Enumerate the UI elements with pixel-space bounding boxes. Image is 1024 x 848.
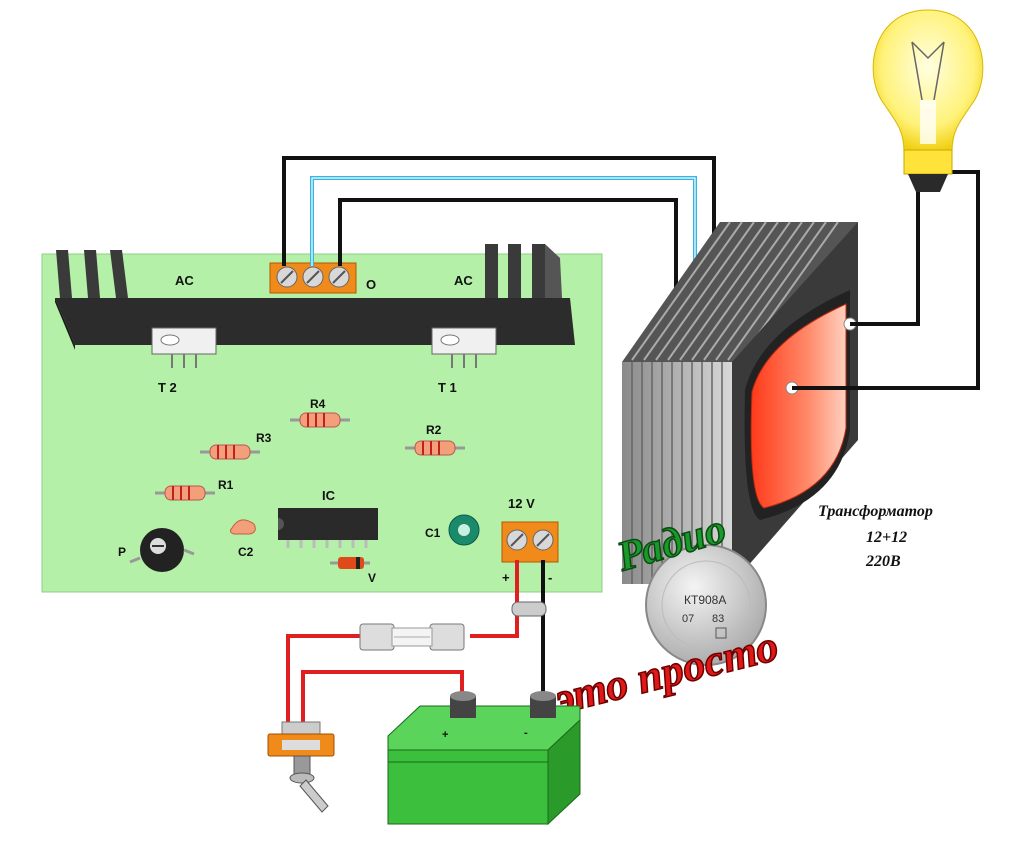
label-minus: - (548, 570, 552, 585)
wires-to-bulb (792, 170, 980, 390)
transistor-code2: 83 (712, 613, 724, 625)
label-t1: T 1 (438, 380, 457, 395)
label-ac-left: AC (175, 273, 194, 288)
transformer-caption-line3: 220В (865, 553, 901, 570)
trimmer-p (129, 528, 195, 572)
diode-v (330, 557, 370, 569)
capacitor-c2 (229, 519, 256, 535)
resistor-r2 (405, 440, 465, 456)
battery-plus-label: + (442, 729, 448, 741)
transistor-t1 (431, 327, 497, 368)
label-c2: C2 (238, 545, 254, 559)
label-r4: R4 (310, 397, 326, 411)
transformer-coil (750, 303, 847, 509)
battery-minus-label: - (524, 727, 528, 739)
fuse (359, 623, 465, 651)
power-transistor: КТ908А 07 83 (645, 544, 767, 666)
label-t2: T 2 (158, 380, 177, 395)
label-ac-right: AC (454, 273, 473, 288)
transistor-marking: КТ908А (684, 593, 726, 607)
label-r3: R3 (256, 431, 272, 445)
resistor-r4 (290, 412, 350, 428)
label-p: P (118, 545, 126, 559)
capacitor-c1 (448, 514, 480, 546)
transistor-t2 (151, 327, 217, 368)
battery (387, 691, 581, 826)
label-ic: IC (322, 488, 336, 503)
label-12v: 12 V (508, 496, 535, 511)
label-r2: R2 (426, 423, 442, 437)
resistor-r1 (155, 485, 215, 501)
resistor-r3 (200, 444, 260, 460)
wire-joint (511, 601, 547, 617)
label-r1: R1 (218, 478, 234, 492)
light-bulb (872, 9, 984, 192)
wires-to-transformer (282, 156, 716, 300)
transformer-caption-line1: Трансформатор (818, 503, 933, 520)
input-terminal-12v (501, 521, 559, 563)
output-terminal (269, 262, 357, 294)
toggle-switch (267, 721, 335, 813)
label-output: O (366, 277, 376, 292)
supply-wiring (286, 560, 545, 732)
ic-chip (278, 508, 378, 548)
label-v: V (368, 571, 376, 585)
transistor-code1: 07 (682, 613, 694, 625)
label-plus: + (502, 570, 510, 585)
label-c1: C1 (425, 526, 441, 540)
transformer-caption-line2: 12+12 (866, 529, 907, 546)
